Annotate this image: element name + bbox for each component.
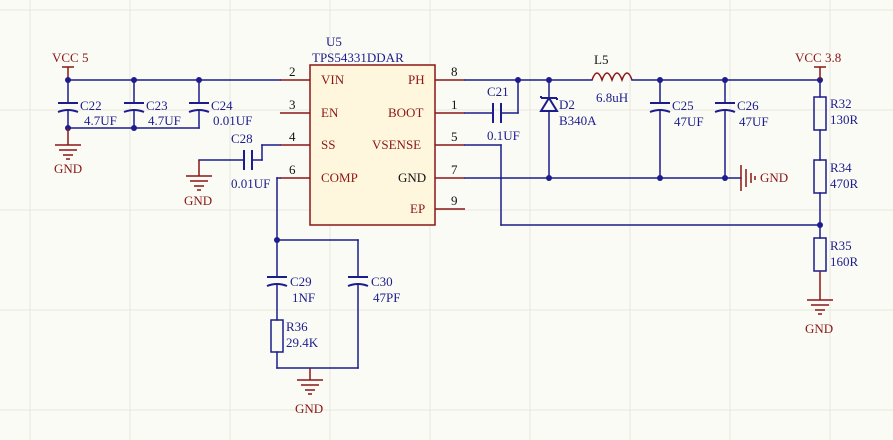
- resistor-r32[interactable]: R32 130R: [813, 96, 859, 131]
- vcc5-label: VCC 5: [52, 50, 88, 65]
- ic-part-number: TPS54331DDAR: [312, 50, 404, 65]
- pin-2-number: 2: [289, 64, 296, 79]
- capacitor-c24[interactable]: C24 0.01UF: [188, 79, 252, 129]
- pin-1-number: 1: [451, 97, 458, 112]
- c21-ref: C21: [487, 84, 509, 99]
- gnd-label-comp: GND: [295, 401, 323, 416]
- junction-gnd-3: [722, 175, 728, 181]
- gnd-symbol-input[interactable]: GND: [54, 128, 82, 176]
- gnd-symbol-divider[interactable]: GND: [805, 271, 833, 336]
- l5-value: 6.8uH: [596, 90, 628, 105]
- c30-ref: C30: [371, 274, 393, 289]
- gnd-symbol-ss[interactable]: GND: [184, 160, 212, 208]
- ic-u5[interactable]: U5 TPS54331DDAR 2 3 4 6 VIN EN SS COMP 8…: [280, 34, 465, 226]
- c28-ref: C28: [231, 131, 253, 146]
- pin-9-number: 9: [451, 193, 458, 208]
- gnd-label-input: GND: [54, 161, 82, 176]
- c22-value: 4.7UF: [84, 113, 117, 128]
- r35-ref: R35: [830, 238, 852, 253]
- pin-en-label: EN: [321, 105, 339, 120]
- junction-gnd-1: [546, 175, 552, 181]
- d2-ref: D2: [559, 97, 575, 112]
- c24-value: 0.01UF: [213, 113, 252, 128]
- vcc38-label: VCC 3.8: [795, 50, 841, 65]
- pin-5-number: 5: [451, 129, 458, 144]
- gnd-label-output: GND: [760, 170, 788, 185]
- pin-3-number: 3: [289, 97, 296, 112]
- capacitor-c25[interactable]: C25 47UF: [649, 79, 704, 179]
- pin-7-number: 7: [451, 162, 458, 177]
- c21-value: 0.1UF: [487, 128, 520, 143]
- vcc38-power-port[interactable]: VCC 3.8: [795, 50, 841, 80]
- vcc5-power-port[interactable]: VCC 5: [52, 50, 88, 80]
- c29-ref: C29: [290, 274, 312, 289]
- r32-value: 130R: [830, 112, 859, 127]
- r35-value: 160R: [830, 254, 859, 269]
- pin-4-number: 4: [289, 129, 296, 144]
- capacitor-c29[interactable]: C29 1NF: [266, 239, 315, 321]
- gnd-label-divider: GND: [805, 321, 833, 336]
- gnd-symbol-comp[interactable]: GND: [295, 368, 323, 416]
- junction-gnd-2: [657, 175, 663, 181]
- capacitor-c22[interactable]: C22 4.7UF: [57, 79, 117, 129]
- pin-ph-label: PH: [408, 72, 425, 87]
- pin-vin-label: VIN: [321, 72, 345, 87]
- r32-ref: R32: [830, 96, 852, 111]
- c29-value: 1NF: [292, 290, 315, 305]
- c28-value: 0.01UF: [231, 176, 270, 191]
- pin-ss-label: SS: [321, 137, 335, 152]
- c30-value: 47PF: [373, 290, 400, 305]
- l5-ref: L5: [594, 52, 608, 67]
- capacitor-c28[interactable]: C28 0.01UF: [198, 131, 270, 191]
- resistor-r35[interactable]: R35 160R: [813, 237, 859, 272]
- c24-ref: C24: [211, 98, 233, 113]
- c26-ref: C26: [737, 98, 759, 113]
- pin-vsense-label: VSENSE: [372, 137, 421, 152]
- pin-comp-label: COMP: [321, 170, 358, 185]
- c25-ref: C25: [672, 98, 694, 113]
- gnd-symbol-output[interactable]: GND: [740, 165, 788, 191]
- diode-d2[interactable]: D2 B340A: [539, 79, 597, 179]
- inductor-l5[interactable]: L5 6.8uH: [591, 52, 633, 105]
- capacitor-c26[interactable]: C26 47UF: [714, 79, 769, 179]
- capacitor-c30[interactable]: C30 47PF: [347, 239, 400, 369]
- junction-cap-gnd-2: [131, 125, 137, 131]
- r34-value: 470R: [830, 176, 859, 191]
- ic-ref: U5: [326, 34, 342, 49]
- r36-ref: R36: [286, 319, 308, 334]
- pin-gnd-label: GND: [398, 170, 426, 185]
- c23-value: 4.7UF: [148, 113, 181, 128]
- resistor-r36[interactable]: R36 29.4K: [270, 319, 319, 369]
- pin-boot-label: BOOT: [388, 105, 423, 120]
- d2-value: B340A: [559, 113, 597, 128]
- capacitor-c23[interactable]: C23 4.7UF: [123, 79, 181, 129]
- c22-ref: C22: [80, 98, 102, 113]
- gnd-label-ss: GND: [184, 193, 212, 208]
- c26-value: 47UF: [739, 114, 769, 129]
- r36-value: 29.4K: [286, 335, 319, 350]
- capacitor-c21[interactable]: C21 0.1UF: [464, 79, 520, 143]
- pin-8-number: 8: [451, 64, 458, 79]
- c23-ref: C23: [146, 98, 168, 113]
- c25-value: 47UF: [674, 114, 704, 129]
- pin-ep-label: EP: [410, 201, 425, 216]
- pin-6-number: 6: [289, 162, 296, 177]
- r34-ref: R34: [830, 160, 852, 175]
- resistor-r34[interactable]: R34 470R: [813, 159, 859, 194]
